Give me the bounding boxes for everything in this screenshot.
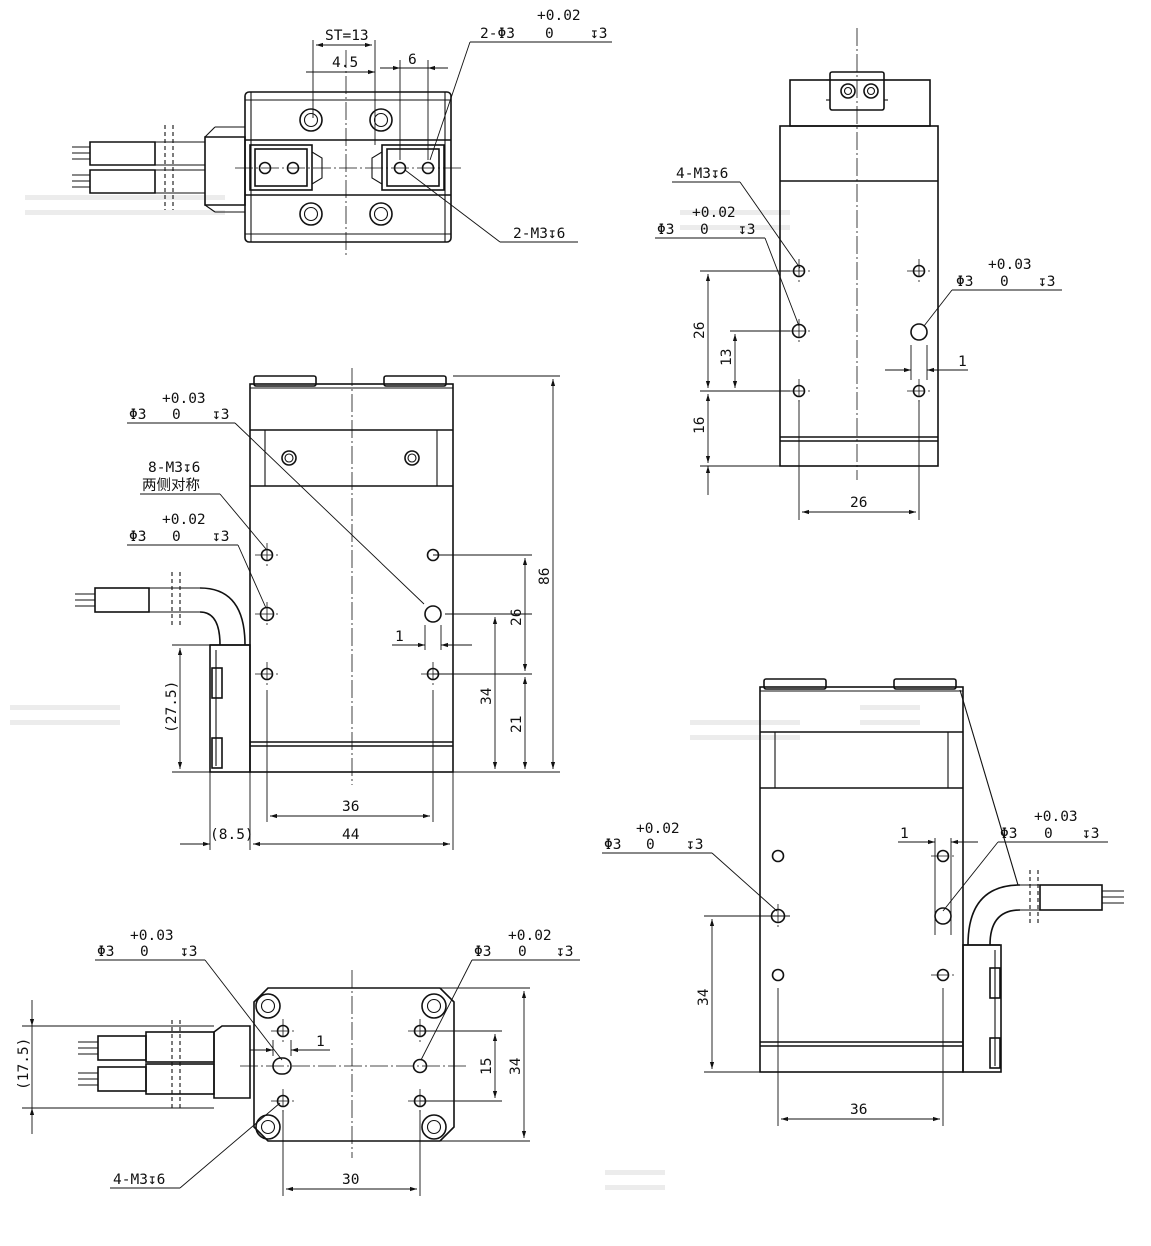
right-dim-26-horizontal: 26 [850,495,867,511]
bottom-left-depth: ↧3 [180,944,197,960]
top-view-cable [72,125,246,213]
back-dim-34: 34 [696,988,712,1006]
bottom-dim-34: 34 [508,1057,524,1075]
right-dim-16: 16 [692,417,708,434]
right-dim-13: 13 [719,349,735,366]
back-left-depth: ↧3 [686,837,703,853]
front-lower-depth: ↧3 [212,529,229,545]
back-view: 34 36 1 +0.02 Φ3 0 ↧3 +0.03 Φ3 0 ↧3 [602,678,1124,1126]
right-right-tol-low: 0 [1000,274,1009,290]
top-pin-tol-low: 0 [545,26,554,42]
bottom-right-depth: ↧3 [556,944,573,960]
front-dim-8-5: (8.5) [210,827,254,843]
bottom-left-tol: +0.03 [130,928,174,944]
front-view: 86 26 21 34 1 (27.5) 36 44 (8.5) + [75,368,560,850]
front-upper-hole: Φ3 [129,407,146,423]
back-right-hole: Φ3 [1000,826,1017,842]
right-right-hole: Φ3 [956,274,973,290]
right-left-tol-low: 0 [700,222,709,238]
back-left-hole: Φ3 [604,837,621,853]
back-dim-1: 1 [900,826,909,842]
bottom-dim-15: 15 [479,1058,495,1075]
top-pin-callout: 2-Φ3 [480,26,515,42]
back-right-depth: ↧3 [1082,826,1099,842]
back-right-tol: +0.03 [1034,809,1078,825]
front-thread-note: 两侧对称 [142,477,200,494]
back-right-tol-low: 0 [1044,826,1053,842]
back-left-tol: +0.02 [636,821,680,837]
front-upper-tol: +0.03 [162,391,206,407]
bottom-dim-1: 1 [316,1034,325,1050]
top-view: ST=13 4.5 6 +0.02 2-Φ3 0 ↧3 2-M3↧6 [72,8,612,255]
bottom-dim-30: 30 [342,1172,359,1188]
front-lower-tol-low: 0 [172,529,181,545]
top-pin-depth: ↧3 [590,26,607,42]
front-dim-26: 26 [509,609,525,626]
front-lower-tol: +0.02 [162,512,206,528]
front-dim-34: 34 [479,687,495,705]
top-dim-4-5: 4.5 [332,55,358,71]
front-dim-86: 86 [537,568,553,585]
front-upper-depth: ↧3 [212,407,229,423]
right-dim-26-vertical: 26 [692,322,708,339]
top-thread-callout: 2-M3↧6 [513,226,565,242]
bottom-right-tol-low: 0 [518,944,527,960]
front-dim-36: 36 [342,799,359,815]
front-upper-tol-low: 0 [172,407,181,423]
bottom-left-hole: Φ3 [97,944,114,960]
right-left-tol: +0.02 [692,205,736,221]
front-lower-hole: Φ3 [129,529,146,545]
top-pin-tol: +0.02 [537,8,581,24]
front-dim-27-5: (27.5) [164,681,180,733]
right-thread-callout: 4-M3↧6 [676,166,728,182]
right-view: 26 13 16 26 1 4-M3↧6 +0.02 Φ3 0 ↧3 +0.03… [655,28,1062,520]
right-dim-1: 1 [958,354,967,370]
back-left-tol-low: 0 [646,837,655,853]
bottom-left-tol-low: 0 [140,944,149,960]
front-dim-44: 44 [342,827,360,843]
watermark [10,195,920,1190]
bottom-thread-callout: 4-M3↧6 [113,1172,165,1188]
bottom-right-tol: +0.02 [508,928,552,944]
right-left-hole: Φ3 [657,222,674,238]
bottom-right-hole: Φ3 [474,944,491,960]
front-dim-1: 1 [395,629,404,645]
right-left-depth: ↧3 [738,222,755,238]
bottom-view: (17.5) 34 15 30 1 +0.03 Φ3 0 ↧3 +0.02 Φ3… [16,928,580,1196]
back-dim-36: 36 [850,1102,867,1118]
top-st-label: ST=13 [325,28,369,44]
front-dim-21: 21 [509,716,525,733]
right-right-tol: +0.03 [988,257,1032,273]
top-dim-6: 6 [408,52,417,68]
bottom-dim-17-5: (17.5) [16,1038,32,1090]
right-right-depth: ↧3 [1038,274,1055,290]
front-thread-callout: 8-M3↧6 [148,460,200,476]
